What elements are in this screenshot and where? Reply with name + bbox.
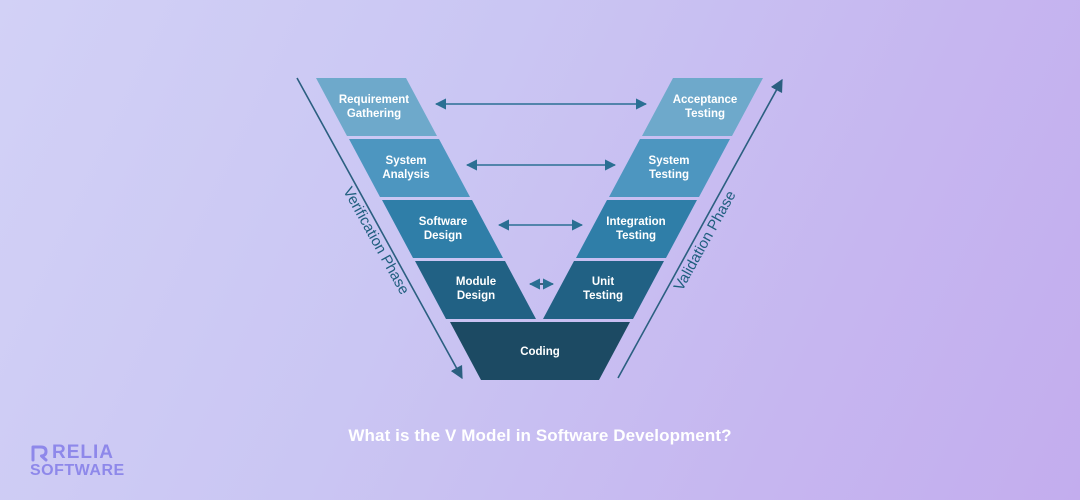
block-requirement-gathering [316, 78, 437, 136]
block-label: Analysis [382, 169, 429, 181]
block-label: Requirement [339, 94, 409, 106]
block-system-analysis [349, 139, 470, 197]
validation-phase-arrow [617, 78, 783, 379]
block-system-testing [609, 139, 730, 197]
block-label: Unit [592, 276, 615, 288]
block-label: Testing [583, 290, 623, 302]
block-label: System [649, 155, 690, 167]
logo-text-relia: RELIA [52, 442, 114, 463]
block-label: Module [456, 276, 496, 288]
block-label: Design [457, 290, 495, 302]
block-label: Acceptance [673, 94, 738, 106]
block-software-design [382, 200, 503, 258]
block-coding [450, 322, 630, 380]
logo-text-software: SOFTWARE [30, 462, 125, 479]
verification-phase-arrow [296, 77, 463, 380]
block-unit-testing [543, 261, 664, 319]
block-label: Testing [685, 108, 725, 120]
block-label: Coding [520, 346, 560, 358]
block-label: System [386, 155, 427, 167]
block-label: Software [419, 216, 468, 228]
block-module-design [415, 261, 536, 319]
block-label: Integration [606, 216, 665, 228]
block-acceptance-testing [642, 78, 763, 136]
block-label: Gathering [347, 108, 401, 120]
relia-software-logo: RELIA SOFTWARE [30, 440, 150, 484]
relia-logo-icon [31, 445, 48, 462]
block-integration-testing [576, 200, 697, 258]
page-caption: What is the V Model in Software Developm… [348, 426, 732, 445]
block-label: Testing [649, 169, 689, 181]
block-label: Design [424, 230, 462, 242]
block-label: Testing [616, 230, 656, 242]
